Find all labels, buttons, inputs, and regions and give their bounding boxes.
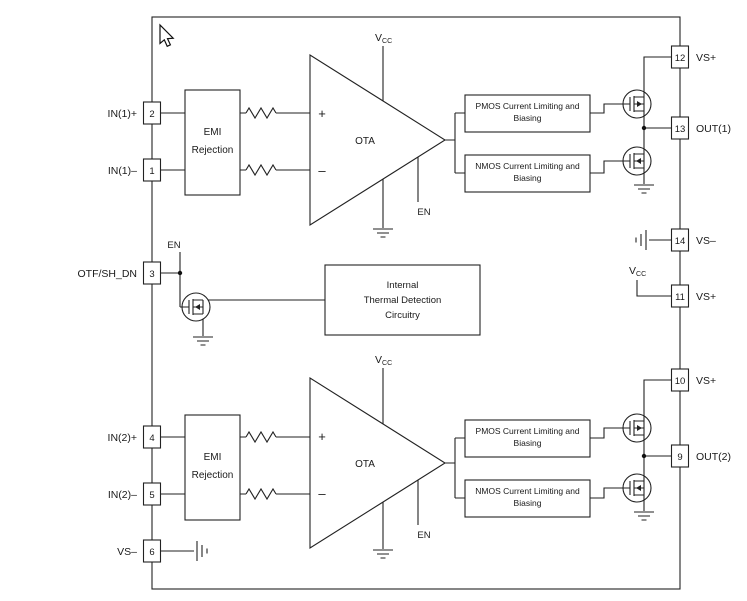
pmos-block-1-line1: PMOS Current Limiting and xyxy=(476,101,580,111)
pin-label-vsp10: VS+ xyxy=(696,375,716,387)
ota-1: + – OTA xyxy=(309,54,447,226)
pin-label-out2: OUT(2) xyxy=(696,451,731,463)
ota-1-plus: + xyxy=(318,106,326,121)
pin-left-2: 2 xyxy=(142,101,162,125)
svg-text:12: 12 xyxy=(675,53,686,64)
ota-2-minus: – xyxy=(318,486,326,501)
nmos-block-1-line2: Biasing xyxy=(514,173,542,183)
pin-left-3: 3 xyxy=(142,261,162,285)
pin-right-9: 9 xyxy=(670,444,690,468)
svg-text:14: 14 xyxy=(675,236,686,247)
pin-label-vsn14: VS– xyxy=(696,235,716,247)
ground-icon-ota2 xyxy=(373,549,393,559)
ota-2: + – OTA xyxy=(309,377,447,549)
ota-2-plus: + xyxy=(318,429,326,444)
ground-icon-q5 xyxy=(634,511,654,521)
junction-dot xyxy=(641,453,647,459)
wires-shutdown xyxy=(161,252,325,336)
pmos-block-2-line2: Biasing xyxy=(514,438,542,448)
pin-right-11: 11 xyxy=(670,284,690,308)
en-label-ota2: EN xyxy=(417,530,430,541)
wires-vcc-pin11 xyxy=(636,280,671,297)
ota-2-label: OTA xyxy=(355,459,375,470)
nmos-block-2-line1: NMOS Current Limiting and xyxy=(475,486,580,496)
ground-icon-sideways-pin14 xyxy=(635,230,647,250)
resistor-icon xyxy=(245,163,277,177)
nmos-transistor-icon-shutdown xyxy=(180,292,211,322)
junction-dot xyxy=(177,270,183,276)
nmos-block-2-line2: Biasing xyxy=(514,498,542,508)
pin-label-vs6: VS– xyxy=(117,546,137,558)
nmos-block-2: NMOS Current Limiting and Biasing xyxy=(464,479,591,518)
resistor-icon xyxy=(245,487,277,501)
vcc-label-pin11: VCC xyxy=(629,265,646,278)
nmos-block-1: NMOS Current Limiting and Biasing xyxy=(464,154,591,193)
svg-text:3: 3 xyxy=(149,269,154,280)
emi-block-2-line1: EMI xyxy=(204,452,222,463)
pin-label-vsp12: VS+ xyxy=(696,52,716,64)
pin-label-in1n: IN(1)– xyxy=(108,165,137,177)
pmos-block-2-line1: PMOS Current Limiting and xyxy=(476,426,580,436)
ground-icon-ota1 xyxy=(373,228,393,238)
emi-block-1: EMI Rejection xyxy=(184,89,241,196)
svg-text:2: 2 xyxy=(149,109,154,120)
nmos-transistor-icon-q2 xyxy=(622,146,652,176)
vcc-label-ota2: VCC xyxy=(375,354,392,367)
pin-label-vsn-left: IN(2)– xyxy=(108,489,137,501)
svg-text:9: 9 xyxy=(677,452,682,463)
pmos-block-1-line2: Biasing xyxy=(514,113,542,123)
pin-label-vsp11: VS+ xyxy=(696,291,716,303)
svg-text:4: 4 xyxy=(149,433,154,444)
thermal-line2: Thermal Detection xyxy=(364,295,442,306)
wires-channel1 xyxy=(161,46,671,228)
pin-left-5: 5 xyxy=(142,482,162,506)
junction-dot xyxy=(641,125,647,131)
pmos-transistor-icon-q4 xyxy=(622,413,652,443)
svg-text:10: 10 xyxy=(675,376,686,387)
thermal-line1: Internal xyxy=(387,280,419,291)
pin-label-in1p: IN(1)+ xyxy=(108,108,137,120)
ground-icon-shutdown xyxy=(193,336,213,346)
en-label-ota1: EN xyxy=(417,207,430,218)
pmos-block-2: PMOS Current Limiting and Biasing xyxy=(464,419,591,458)
svg-text:6: 6 xyxy=(149,547,154,558)
resistor-icon xyxy=(245,430,277,444)
svg-text:1: 1 xyxy=(149,166,154,177)
pin-right-10: 10 xyxy=(670,368,690,392)
pin-right-14: 14 xyxy=(670,228,690,252)
thermal-line3: Circuitry xyxy=(385,310,420,321)
emi-block-2: EMI Rejection xyxy=(184,414,241,521)
pmos-block-1: PMOS Current Limiting and Biasing xyxy=(464,94,591,133)
emi-block-1-line2: Rejection xyxy=(192,145,234,156)
emi-block-1-line1: EMI xyxy=(204,127,222,138)
vcc-label-ota1: VCC xyxy=(375,32,392,45)
pin-left-1: 1 xyxy=(142,158,162,182)
pin-left-6: 6 xyxy=(142,539,162,563)
pin-label-in2p: IN(2)+ xyxy=(108,432,137,444)
nmos-transistor-icon-q5 xyxy=(622,473,652,503)
ground-icon-sideways-pin6 xyxy=(196,541,208,561)
nmos-block-1-line1: NMOS Current Limiting and xyxy=(475,161,580,171)
mouse-cursor-icon xyxy=(159,23,175,48)
svg-text:13: 13 xyxy=(675,124,686,135)
svg-text:5: 5 xyxy=(149,490,154,501)
pin-left-4: 4 xyxy=(142,425,162,449)
en-label-shutdown: EN xyxy=(167,240,180,251)
ota-1-label: OTA xyxy=(355,136,375,147)
emi-block-2-line2: Rejection xyxy=(192,470,234,481)
ground-icon-q2 xyxy=(634,184,654,194)
thermal-block: Internal Thermal Detection Circuitry xyxy=(324,264,481,336)
pmos-transistor-icon-q1 xyxy=(622,89,652,119)
resistor-icon xyxy=(245,106,277,120)
pin-right-13: 13 xyxy=(670,116,690,140)
pin-right-12: 12 xyxy=(670,45,690,69)
pin-label-out1: OUT(1) xyxy=(696,123,731,135)
ota-1-minus: – xyxy=(318,163,326,178)
svg-text:11: 11 xyxy=(675,292,685,303)
pin-label-otf-shdn: OTF/SH_DN xyxy=(77,268,137,280)
